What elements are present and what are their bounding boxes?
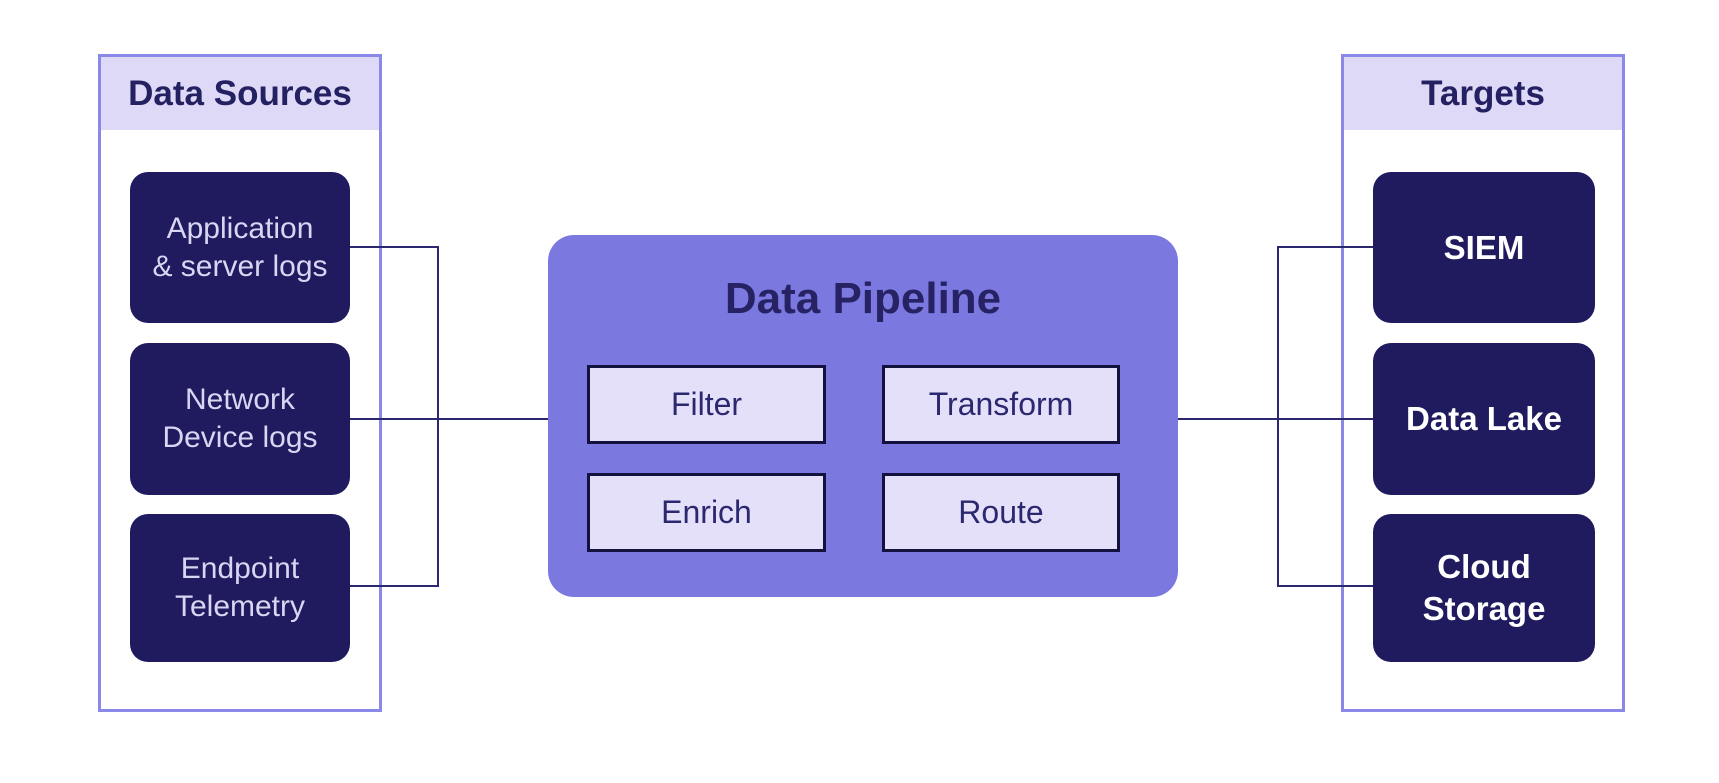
source-node-application-server-logs: Application & server logs [130,172,350,323]
targets-panel-title: Targets [1421,73,1545,113]
target-node-data-lake: Data Lake [1373,343,1595,495]
connector-sources-to-pipeline-line [349,418,548,420]
target-node-label: Cloud Storage [1422,548,1546,627]
pipeline-stage-enrich: Enrich [587,473,826,552]
connector-source3-branch-line [349,585,438,587]
pipeline-stage-filter: Filter [587,365,826,444]
pipeline-stage-label: Enrich [661,494,752,530]
pipeline-stage-label: Filter [670,386,743,422]
pipeline-stage-label: Route [958,494,1044,530]
target-node-label: SIEM [1443,228,1525,266]
source-node-label: Network Device logs [162,383,318,454]
target-node-siem: SIEM [1373,172,1595,323]
data-pipeline-title: Data Pipeline [548,235,1178,363]
connector-target1-branch-line [1277,246,1374,248]
data-sources-panel-header: Data Sources [101,57,379,130]
connector-sources-bus-line [437,246,439,587]
connector-targets-bus-line [1277,246,1279,587]
source-node-label: Endpoint Telemetry [174,552,306,623]
target-node-cloud-storage: Cloud Storage [1373,514,1595,662]
connector-target3-branch-line [1277,585,1374,587]
pipeline-stage-label: Transform [928,386,1074,422]
data-sources-panel-title: Data Sources [128,73,352,113]
pipeline-stage-route: Route [882,473,1120,552]
source-node-endpoint-telemetry: Endpoint Telemetry [130,514,350,662]
pipeline-stage-transform: Transform [882,365,1120,444]
connector-pipeline-to-targets-line [1178,418,1374,420]
target-node-label: Data Lake [1406,400,1562,437]
source-node-label: Application & server logs [152,211,328,283]
connector-source1-branch-line [349,246,438,248]
data-pipeline-title-text: Data Pipeline [724,274,1002,323]
source-node-network-device-logs: Network Device logs [130,343,350,495]
targets-panel-header: Targets [1344,57,1622,130]
